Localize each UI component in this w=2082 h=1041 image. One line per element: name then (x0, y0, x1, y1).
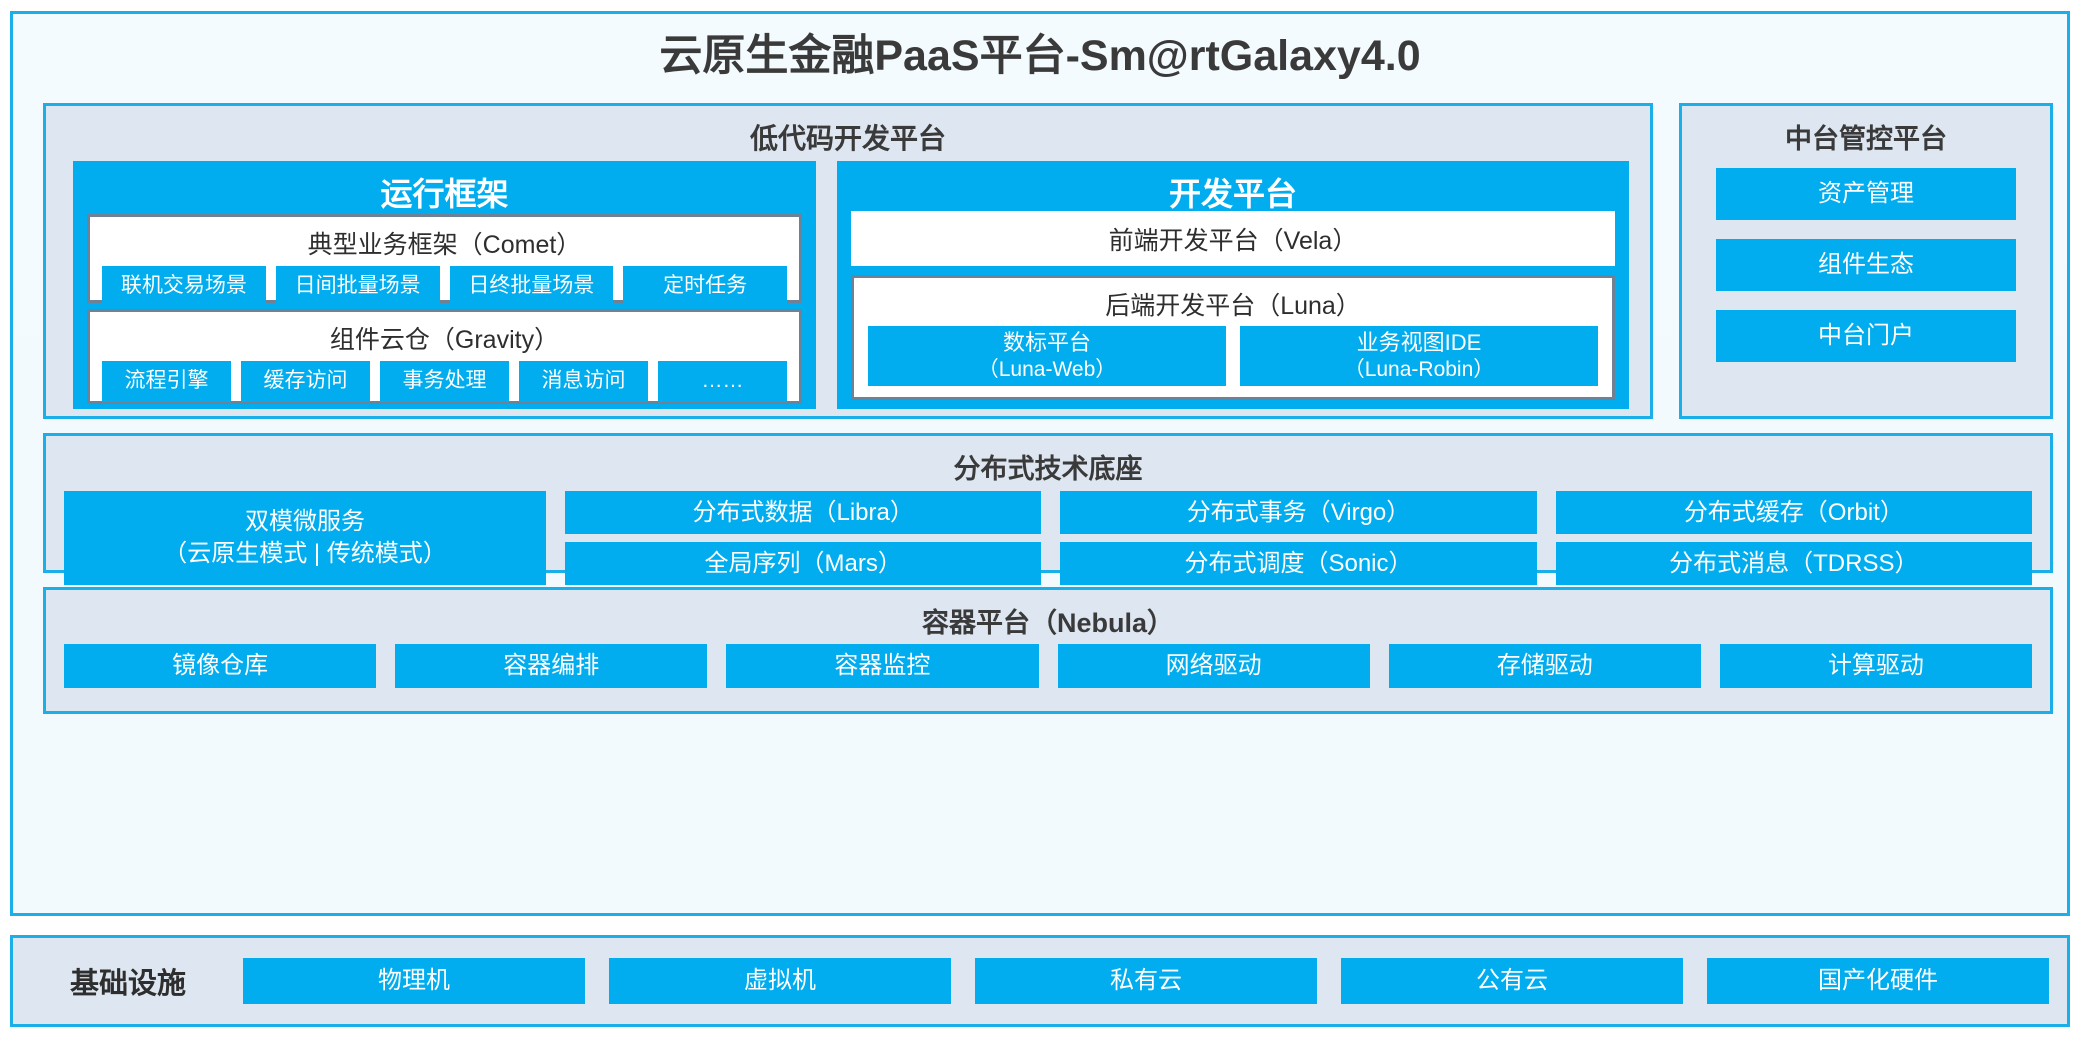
comet-item[interactable]: 联机交易场景 (102, 266, 266, 307)
infrastructure-label: 基础设施 (69, 968, 186, 1000)
tech-column: 分布式缓存（Orbit） 分布式消息（TDRSS） (1555, 491, 2032, 585)
comet-item-row: 联机交易场景 日间批量场景 日终批量场景 定时任务 (90, 266, 799, 307)
lowcode-platform-title: 低代码开发平台 (749, 123, 946, 154)
midoffice-item-portal[interactable]: 中台门户 (1716, 310, 2016, 362)
frontend-dev-platform-box[interactable]: 前端开发平台（Vela） (851, 211, 1615, 266)
tech-item-libra[interactable]: 分布式数据（Libra） (565, 491, 1042, 534)
gravity-item-row: 流程引擎 缓存访问 事务处理 消息访问 …… (90, 361, 799, 402)
comet-box: 典型业务框架（Comet） 联机交易场景 日间批量场景 日终批量场景 定时任务 (87, 214, 802, 307)
luna-robin-item[interactable]: 业务视图IDE （Luna-Robin） (1240, 326, 1598, 386)
tech-item-orbit[interactable]: 分布式缓存（Orbit） (1555, 491, 2032, 534)
container-item-storage-driver[interactable]: 存储驱动 (1388, 644, 1701, 688)
main-frame: 云原生金融PaaS平台-Sm@rtGalaxy4.0 低代码开发平台 运行框架 … (10, 11, 2070, 916)
luna-web-name: 数标平台 (1002, 330, 1091, 356)
infrastructure-item-private-cloud[interactable]: 私有云 (975, 958, 1317, 1004)
tech-item-sonic[interactable]: 分布式调度（Sonic） (1060, 542, 1537, 585)
infrastructure-item-physical-machine[interactable]: 物理机 (243, 958, 585, 1004)
luna-robin-name: 业务视图IDE (1356, 330, 1482, 356)
tech-base-body: 双模微服务 （云原生模式 | 传统模式） 分布式数据（Libra） 全局序列（M… (46, 491, 2050, 585)
tech-item-mars[interactable]: 全局序列（Mars） (565, 542, 1042, 585)
container-item-image-registry[interactable]: 镜像仓库 (64, 644, 377, 688)
luna-item-row: 数标平台 （Luna-Web） 业务视图IDE （Luna-Robin） (854, 326, 1612, 386)
midoffice-platform-panel: 中台管控平台 资产管理 组件生态 中台门户 (1679, 103, 2053, 419)
midoffice-platform-title: 中台管控平台 (1785, 124, 1947, 154)
development-platform-title: 开发平台 (1168, 176, 1297, 212)
tech-base-title: 分布式技术底座 (953, 454, 1143, 484)
gravity-item-ellipsis[interactable]: …… (658, 361, 787, 402)
container-item-network-driver[interactable]: 网络驱动 (1057, 644, 1370, 688)
infrastructure-bar: 基础设施 物理机 虚拟机 私有云 公有云 国产化硬件 (10, 935, 2070, 1027)
tech-column: 分布式数据（Libra） 全局序列（Mars） (565, 491, 1042, 585)
container-item-monitoring[interactable]: 容器监控 (726, 644, 1039, 688)
development-platform-block: 开发平台 前端开发平台（Vela） 后端开发平台（Luna） 数标平台 （Lun… (837, 161, 1629, 409)
gravity-item[interactable]: 流程引擎 (102, 361, 231, 402)
container-item-row: 镜像仓库 容器编排 容器监控 网络驱动 存储驱动 计算驱动 (46, 644, 2050, 688)
container-item-compute-driver[interactable]: 计算驱动 (1719, 644, 2033, 688)
gravity-item[interactable]: 缓存访问 (241, 361, 370, 402)
luna-web-item[interactable]: 数标平台 （Luna-Web） (868, 326, 1226, 386)
tech-item-virgo[interactable]: 分布式事务（Virgo） (1060, 491, 1537, 534)
gravity-title: 组件云仓（Gravity） (329, 326, 560, 354)
tech-column: 分布式事务（Virgo） 分布式调度（Sonic） (1060, 491, 1537, 585)
container-platform-title: 容器平台（Nebula） (921, 608, 1175, 638)
infrastructure-item-domestic-hardware[interactable]: 国产化硬件 (1707, 958, 2049, 1004)
gravity-item[interactable]: 消息访问 (519, 361, 648, 402)
container-platform-panel: 容器平台（Nebula） 镜像仓库 容器编排 容器监控 网络驱动 存储驱动 计算… (43, 587, 2053, 714)
runtime-framework-block: 运行框架 典型业务框架（Comet） 联机交易场景 日间批量场景 日终批量场景 … (73, 161, 816, 409)
midoffice-item-component-ecosystem[interactable]: 组件生态 (1716, 239, 2016, 291)
comet-title: 典型业务框架（Comet） (307, 231, 582, 259)
luna-web-code: （Luna-Web） (977, 357, 1117, 381)
dual-mode-line2: （云原生模式 | 传统模式） (163, 540, 447, 567)
container-item-orchestration[interactable]: 容器编排 (395, 644, 708, 688)
tech-item-tdrss[interactable]: 分布式消息（TDRSS） (1555, 542, 2032, 585)
midoffice-item-list: 资产管理 组件生态 中台门户 (1682, 156, 2050, 362)
dual-mode-line1: 双模微服务 (245, 507, 365, 535)
runtime-framework-title: 运行框架 (380, 176, 509, 212)
backend-dev-platform-title: 后端开发平台（Luna） (1105, 292, 1361, 320)
tech-base-panel: 分布式技术底座 双模微服务 （云原生模式 | 传统模式） 分布式数据（Libra… (43, 433, 2053, 585)
gravity-item[interactable]: 事务处理 (380, 361, 509, 402)
page-title: 云原生金融PaaS平台-Sm@rtGalaxy4.0 (659, 32, 1421, 80)
infrastructure-item-public-cloud[interactable]: 公有云 (1341, 958, 1683, 1004)
comet-item[interactable]: 定时任务 (623, 266, 787, 307)
comet-item[interactable]: 日间批量场景 (275, 266, 440, 307)
midoffice-item-asset-management[interactable]: 资产管理 (1716, 168, 2016, 220)
infrastructure-item-virtual-machine[interactable]: 虚拟机 (609, 958, 951, 1004)
backend-dev-platform-box: 后端开发平台（Luna） 数标平台 （Luna-Web） 业务视图IDE （Lu… (851, 275, 1615, 400)
luna-robin-code: （Luna-Robin） (1343, 357, 1495, 381)
comet-item[interactable]: 日终批量场景 (449, 266, 614, 307)
gravity-box: 组件云仓（Gravity） 流程引擎 缓存访问 事务处理 消息访问 …… (87, 309, 802, 404)
infrastructure-item-row: 物理机 虚拟机 私有云 公有云 国产化硬件 (243, 958, 2067, 1004)
dual-mode-microservice-box[interactable]: 双模微服务 （云原生模式 | 传统模式） (64, 491, 546, 585)
lowcode-platform-panel: 低代码开发平台 运行框架 典型业务框架（Comet） 联机交易场景 日间批量场景… (43, 103, 1653, 419)
